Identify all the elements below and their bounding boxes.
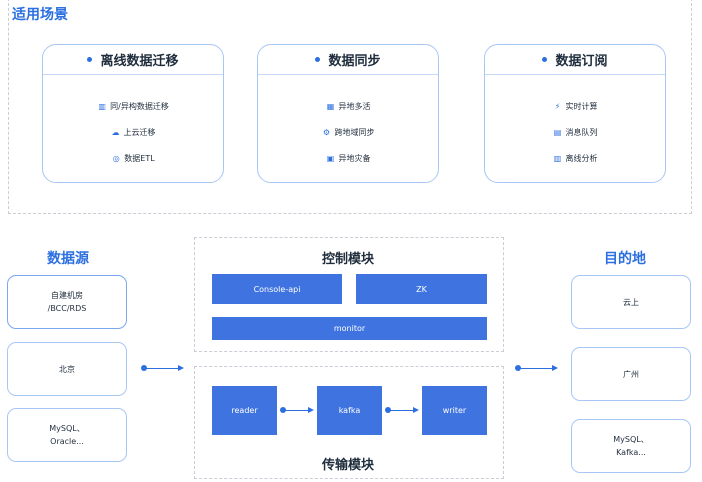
bullet-icon [315,57,321,62]
monitor-block: monitor [212,317,487,340]
message-queue-icon: ▤ [553,127,562,137]
scenario-item: ☁上云迁移 [111,127,156,137]
multi-active-icon: ▦ [326,101,335,111]
kafka-to-writer-arrow [385,406,419,414]
scenario-card-data-subscription: 数据订阅 ⚡实时计算 ▤消息队列 ▥离线分析 [484,44,666,183]
etl-icon: ◎ [112,153,120,163]
scenario-item: ⚙跨地域同步 [322,127,375,137]
transfer-module-frame [194,366,504,479]
scenario-item: ▦异地多活 [326,101,371,111]
destination-box-cloud: 云上 [571,275,691,329]
scenarios-title: 适用场景 [12,7,68,23]
scenario-card-offline-migration: 离线数据迁移 ▥同/异构数据迁移 ☁上云迁移 ◎数据ETL [42,44,224,183]
scenario-item: ▥离线分析 [553,153,598,163]
scenario-card-data-sync: 数据同步 ▦异地多活 ⚙跨地域同步 ▣异地灾备 [257,44,439,183]
destination-title: 目的地 [604,251,646,267]
cloud-icon: ☁ [111,127,120,137]
scenario-item: ▥同/异构数据迁移 [98,101,169,111]
writer-block: writer [422,386,487,435]
cross-domain-icon: ⚙ [322,127,331,137]
scenario-item: ▣异地灾备 [326,153,371,163]
scenario-card-title: 数据订阅 [555,54,608,69]
reader-block: reader [212,386,277,435]
scenario-item: ⚡实时计算 [485,93,665,119]
scenario-card-title: 数据同步 [328,54,381,69]
destination-box-targets: MySQL、 Kafka... [571,419,691,473]
reader-to-kafka-arrow [280,406,314,414]
bullet-icon [542,57,548,62]
scenario-card-title: 离线数据迁移 [100,54,179,69]
scenarios-frame [8,0,692,214]
offline-analysis-icon: ▥ [553,153,562,163]
source-to-module-arrow [141,364,184,372]
kafka-block: kafka [317,386,382,435]
zk-block: ZK [356,274,487,304]
source-box-databases: MySQL、 Oracle... [7,408,127,462]
database-icon: ▥ [98,101,106,111]
realtime-compute-icon: ⚡ [554,101,561,111]
source-box-beijing: 北京 [7,342,127,396]
source-title: 数据源 [47,251,89,267]
control-module-frame [194,237,504,352]
scenario-item: ▤消息队列 [553,127,598,137]
console-api-block: Console-api [212,274,342,304]
disaster-recovery-icon: ▣ [326,153,335,163]
source-box-idc: 自建机房 /BCC/RDS [7,275,127,329]
control-module-title: 控制模块 [322,252,375,267]
bullet-icon [87,57,93,62]
module-to-destination-arrow [515,364,558,372]
destination-box-guangzhou: 广州 [571,347,691,401]
transfer-module-title: 传输模块 [322,458,375,473]
scenario-item: ◎数据ETL [112,153,155,163]
